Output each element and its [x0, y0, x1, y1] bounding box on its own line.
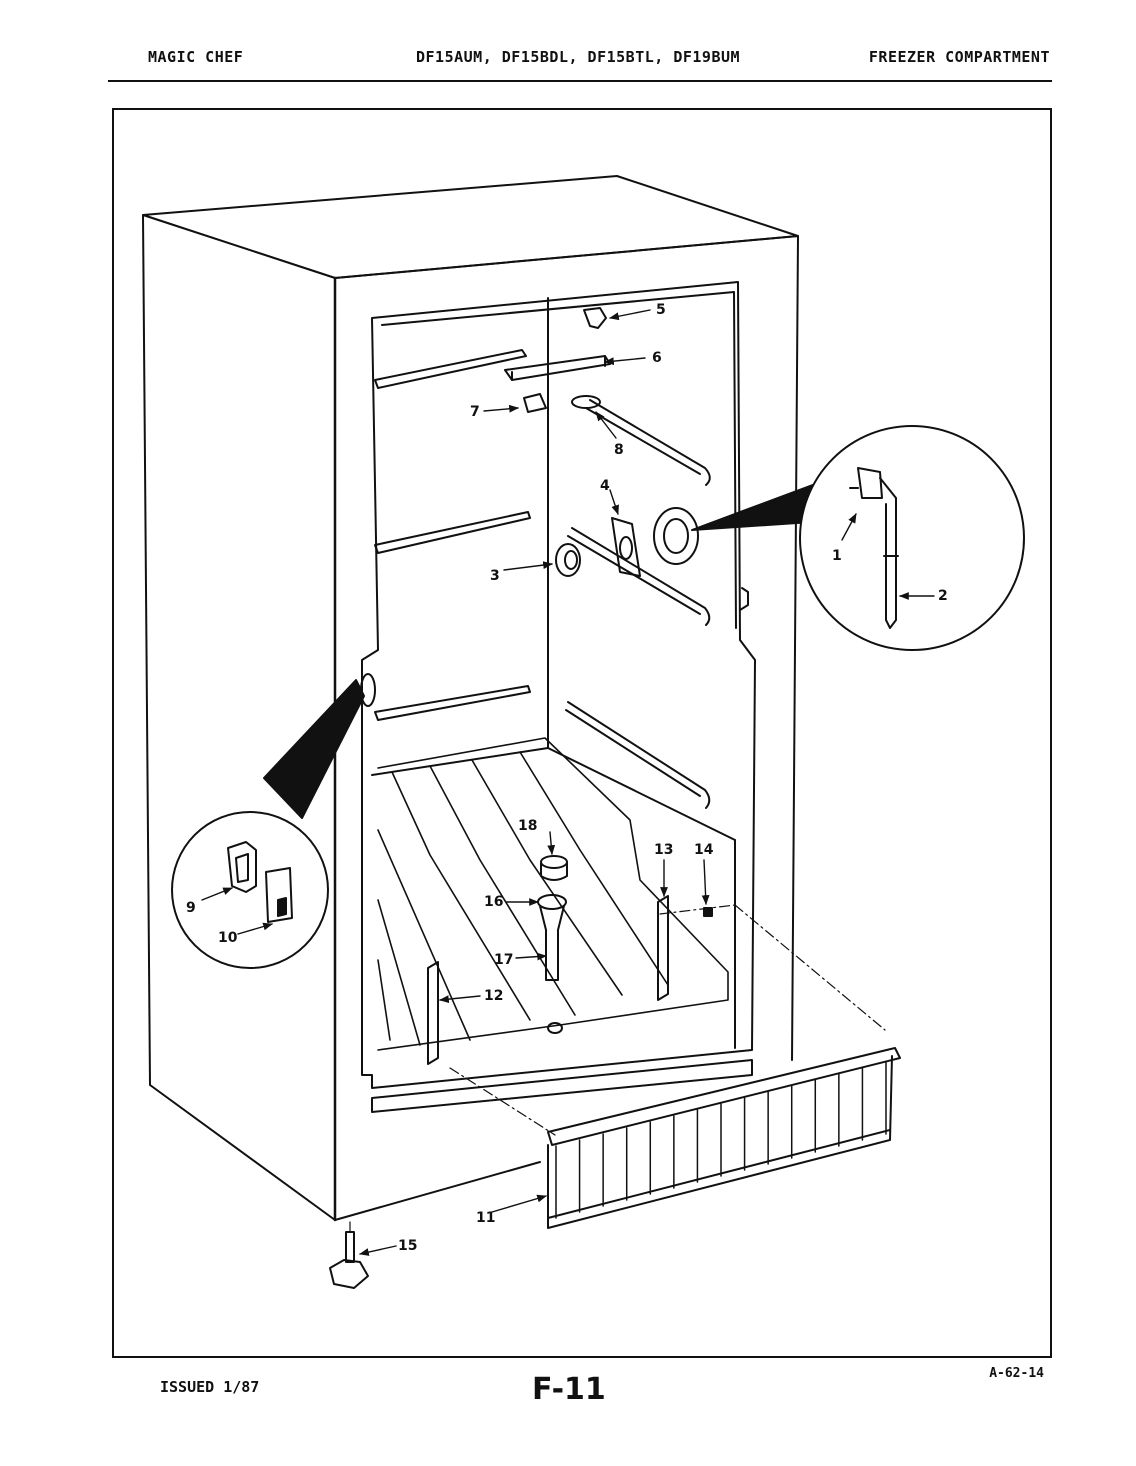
callout-13: 13 — [654, 842, 673, 858]
basket-bars — [555, 1061, 887, 1219]
callout-12: 12 — [484, 988, 503, 1004]
callout-leaders — [201, 309, 935, 1256]
footer-code: A-62-14 — [989, 1366, 1044, 1381]
callout-8: 8 — [614, 442, 624, 458]
part-11-basket — [547, 1047, 901, 1229]
header-models: DF15AUM, DF15BDL, DF15BTL, DF19BUM — [416, 48, 741, 66]
callout-17: 17 — [494, 952, 513, 968]
callout-10: 10 — [218, 930, 238, 946]
callout-2: 2 — [938, 588, 948, 604]
callout-5: 5 — [656, 302, 666, 318]
drain-parts — [537, 855, 568, 1034]
header-brand: MAGIC CHEF — [148, 48, 244, 66]
right-shelf-rails — [565, 399, 711, 809]
thermostat-port — [653, 507, 699, 565]
callout-4: 4 — [600, 478, 610, 494]
callout-3: 3 — [490, 568, 500, 584]
callout-16: 16 — [484, 894, 503, 910]
callout-9: 9 — [186, 900, 196, 916]
callout-14: 14 — [694, 842, 714, 858]
left-shelf-rails — [374, 349, 531, 721]
liner — [361, 281, 756, 1113]
floor-rack — [377, 737, 729, 1051]
callout-11: 11 — [476, 1210, 495, 1226]
part-4-plate — [611, 517, 641, 577]
part-3-knob — [555, 543, 581, 577]
part-6-housing — [504, 355, 611, 381]
footer-issued: ISSUED 1/87 — [160, 1378, 260, 1396]
callout-6: 6 — [652, 350, 662, 366]
part-7-bracket — [523, 393, 547, 413]
cabinet — [142, 175, 799, 1222]
alignment-lines — [349, 904, 886, 1233]
callout-numbers: 1 2 3 4 5 6 7 8 9 10 11 12 13 14 15 16 1… — [186, 302, 948, 1254]
callout-7: 7 — [470, 404, 480, 420]
part-5-socket — [583, 307, 607, 329]
detail-circle-left — [171, 673, 376, 969]
part-8-clip — [571, 395, 601, 409]
detail-circle-right — [691, 425, 1025, 651]
callout-1: 1 — [832, 548, 842, 564]
footer-page-number: F-11 — [532, 1372, 606, 1407]
part-15-leg — [329, 1231, 369, 1289]
header-rule — [108, 80, 1052, 82]
header-section: FREEZER COMPARTMENT — [868, 48, 1050, 66]
callout-18: 18 — [518, 818, 537, 834]
diagram-frame — [112, 108, 1052, 1358]
callout-15: 15 — [398, 1238, 417, 1254]
